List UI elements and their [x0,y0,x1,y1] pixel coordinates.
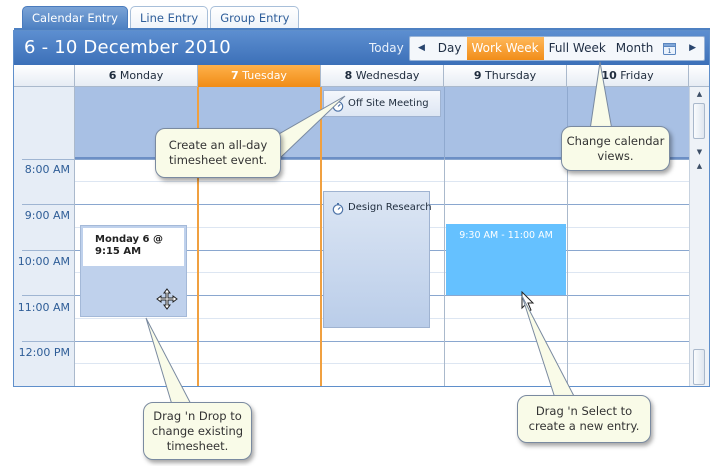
stopwatch-icon [332,200,344,219]
day-number: 10 [601,69,617,82]
day-column-divider [444,159,445,386]
day-name: Wednesday [355,69,420,82]
callout-line: change existing [151,424,244,438]
time-label: 10:00 AM [17,255,70,268]
entry-tabs: Calendar Entry Line Entry Group Entry [22,6,301,29]
event-design-research[interactable]: Design Research [323,191,432,328]
allday-gutter [14,87,75,159]
tab-group-entry[interactable]: Group Entry [210,6,300,29]
day-number: 8 [344,69,353,82]
scroll-thumb[interactable] [693,349,705,385]
allday-divider [197,87,199,159]
hour-line [75,159,689,160]
view-month-button[interactable]: Month [615,41,654,55]
view-switcher: ◀ Day Work Week Full Week Month 1 ▶ [409,36,705,61]
allday-divider [567,87,568,159]
half-hour-line [75,181,689,182]
day-number: 9 [473,69,482,82]
day-name: Thursday [485,69,537,82]
view-work-week-button[interactable]: Work Week [466,37,544,60]
callout-line: timesheet event. [169,153,267,167]
drag-time-text: 9:15 AM [95,246,142,257]
calendar-panel: 6 - 10 December 2010 Today ◀ Day Work We… [13,30,710,387]
time-label: 12:00 PM [18,346,70,359]
half-hour-line [75,363,689,364]
day-header-row: 6 Monday 7 Tuesday 8 Wednesday 9 Thursda… [14,65,709,87]
day-number: 6 [108,69,117,82]
day-number: 7 [231,69,239,82]
hour-line [75,386,689,387]
drag-day-text: Monday 6 @ [95,234,163,245]
svg-text:1: 1 [668,48,672,55]
callout-allday: Create an all-day timesheet event. [155,128,281,178]
new-entry-selection[interactable]: 9:30 AM - 11:00 AM [446,224,566,295]
time-label: 8:00 AM [24,163,70,176]
scroll-up-icon[interactable]: ▲ [696,162,703,170]
tab-underline [14,28,710,30]
scroll-thumb[interactable] [693,103,705,139]
scroll-up-icon[interactable]: ▲ [696,90,703,98]
time-gutter-header [14,65,75,87]
day-header-monday[interactable]: 6 Monday [75,65,198,87]
callout-line: create a new entry. [528,419,640,433]
day-name: Tuesday [242,69,287,82]
prev-arrow-icon[interactable]: ◀ [417,43,425,53]
time-label: 11:00 AM [17,301,70,314]
calendar-header: 6 - 10 December 2010 Today ◀ Day Work We… [14,31,709,65]
callout-line: timesheet. [166,439,229,453]
event-title: Design Research [348,202,432,213]
day-name: Friday [620,69,654,82]
hour-line [75,341,689,342]
stopwatch-icon [332,97,344,116]
hour-divider [22,295,74,296]
today-column-edge [197,159,199,386]
hour-divider [22,386,74,387]
day-header-wednesday[interactable]: 8 Wednesday [321,65,444,87]
allday-divider [444,87,445,159]
callout-line: Drag 'n Drop to [153,409,242,423]
event-off-site-meeting[interactable]: Off Site Meeting [323,90,441,117]
callout-line: Drag 'n Select to [535,404,633,418]
drag-time-tooltip: Monday 6 @ 9:15 AM [83,228,184,266]
pointer-cursor-icon [521,291,535,312]
view-day-button[interactable]: Day [437,41,462,55]
callout-select: Drag 'n Select to create a new entry. [517,395,651,443]
allday-divider [320,87,322,159]
callout-views: Change calendar views. [561,126,670,171]
date-range-title: 6 - 10 December 2010 [24,37,231,58]
dragged-event[interactable]: Monday 6 @ 9:15 AM [80,225,187,317]
day-header-tuesday[interactable]: 7 Tuesday [198,65,321,87]
day-column-divider [567,159,568,386]
tab-calendar-entry[interactable]: Calendar Entry [22,6,128,29]
grid-scrollbar[interactable]: ▲ [689,159,709,386]
callout-line: views. [597,149,634,163]
callout-drag: Drag 'n Drop to change existing timeshee… [143,402,252,460]
day-header-thursday[interactable]: 9 Thursday [444,65,567,87]
event-title: Off Site Meeting [348,98,429,109]
tab-line-entry[interactable]: Line Entry [129,6,209,29]
callout-line: Create an all-day [168,138,268,152]
time-gutter: 8:00 AM 9:00 AM 10:00 AM 11:00 AM 12:00 … [14,159,75,387]
scroll-down-icon[interactable]: ▼ [696,148,703,156]
allday-scrollbar[interactable]: ▲ ▼ [689,87,709,159]
day-header-friday[interactable]: 10 Friday [567,65,689,87]
callout-line: Change calendar [566,134,665,148]
move-cursor-icon [156,288,178,310]
hour-divider [22,250,74,251]
day-name: Monday [119,69,164,82]
time-label: 9:00 AM [24,209,70,222]
today-button[interactable]: Today [369,41,404,55]
calendar-icon[interactable]: 1 [658,37,681,60]
hour-divider [22,204,74,205]
view-full-week-button[interactable]: Full Week [548,41,606,55]
hour-divider [22,341,74,342]
today-column-edge [320,159,322,386]
next-arrow-icon[interactable]: ▶ [689,43,697,53]
hour-divider [22,159,74,160]
